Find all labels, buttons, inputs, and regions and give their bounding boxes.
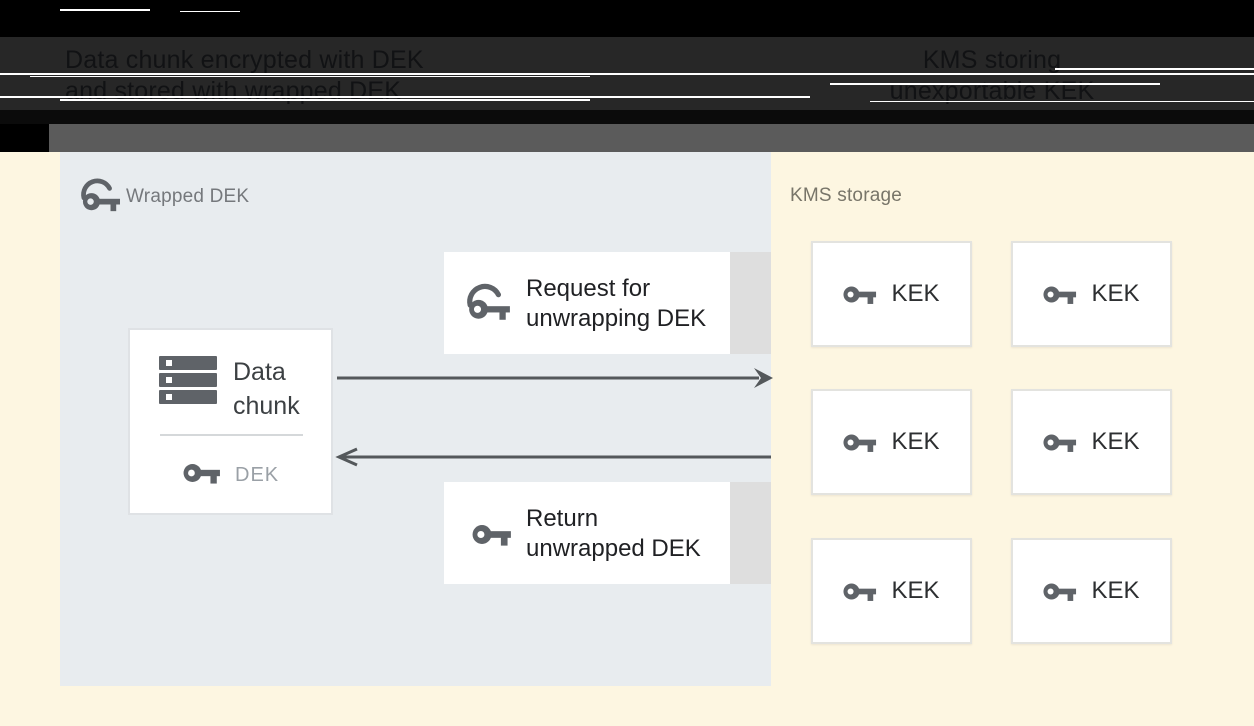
request-card-tail — [730, 252, 771, 354]
data-chunk-title-line1: Data — [233, 358, 286, 386]
kek-label: KEK — [891, 428, 940, 455]
key-icon — [183, 460, 221, 486]
return-card-line2: unwrapped DEK — [526, 535, 701, 562]
glitch-line — [30, 76, 590, 77]
kek-card: KEK — [1011, 538, 1172, 644]
return-arrow — [335, 447, 773, 467]
return-card-tail — [730, 482, 771, 584]
kek-card: KEK — [1011, 241, 1172, 347]
data-chunk-title: Data chunk — [233, 355, 300, 423]
request-card — [444, 252, 730, 354]
request-card-line1: Request for — [526, 275, 651, 302]
storage-stack-icon — [159, 356, 217, 404]
caption-left-line1: Data chunk encrypted with DEK — [65, 46, 424, 74]
wrapped-key-icon — [80, 176, 122, 214]
kek-label: KEK — [891, 280, 940, 307]
key-icon — [472, 521, 512, 548]
caption-left-line2: and stored with wrapped DEK — [65, 77, 402, 105]
key-icon — [843, 580, 877, 603]
data-chunk-divider — [160, 434, 303, 436]
key-icon — [1043, 283, 1077, 306]
glitch-line — [0, 73, 1254, 75]
header-black-notch — [0, 124, 49, 152]
request-arrow — [335, 368, 773, 388]
wrapped-key-icon — [466, 280, 512, 324]
kek-label: KEK — [891, 577, 940, 604]
kek-label: KEK — [1091, 280, 1140, 307]
return-card-line1: Return — [526, 505, 599, 532]
glitch-line — [830, 83, 1160, 85]
return-card-text: Return unwrapped DEK — [526, 504, 701, 564]
kms-storage-label: KMS storage — [790, 185, 903, 206]
glitch-line — [1055, 68, 1254, 70]
kek-card: KEK — [1011, 389, 1172, 495]
caption-right-line2: unexportable KEK — [889, 77, 1095, 105]
kek-card: KEK — [811, 389, 972, 495]
glitch-line — [60, 99, 590, 101]
kek-card: KEK — [811, 241, 972, 347]
wrapped-dek-label: Wrapped DEK — [126, 186, 250, 207]
key-icon — [1043, 580, 1077, 603]
glitch-line — [180, 11, 240, 12]
caption-right: KMS storing unexportable KEK — [840, 45, 1144, 107]
glitch-line — [0, 96, 810, 98]
header-gray-strip — [49, 124, 1254, 152]
header-black-lower-band — [0, 110, 1254, 124]
header-black-band — [0, 0, 1254, 37]
data-chunk-title-line2: chunk — [233, 392, 300, 420]
glitch-line — [870, 101, 1254, 102]
kek-label: KEK — [1091, 577, 1140, 604]
dek-label: DEK — [235, 464, 280, 486]
kek-card: KEK — [811, 538, 972, 644]
key-icon — [843, 431, 877, 454]
request-card-text: Request for unwrapping DEK — [526, 274, 706, 334]
key-icon — [1043, 431, 1077, 454]
glitch-line — [60, 9, 150, 11]
key-icon — [843, 283, 877, 306]
kek-label: KEK — [1091, 428, 1140, 455]
caption-right-line1: KMS storing — [922, 46, 1062, 74]
request-card-line2: unwrapping DEK — [526, 305, 707, 332]
